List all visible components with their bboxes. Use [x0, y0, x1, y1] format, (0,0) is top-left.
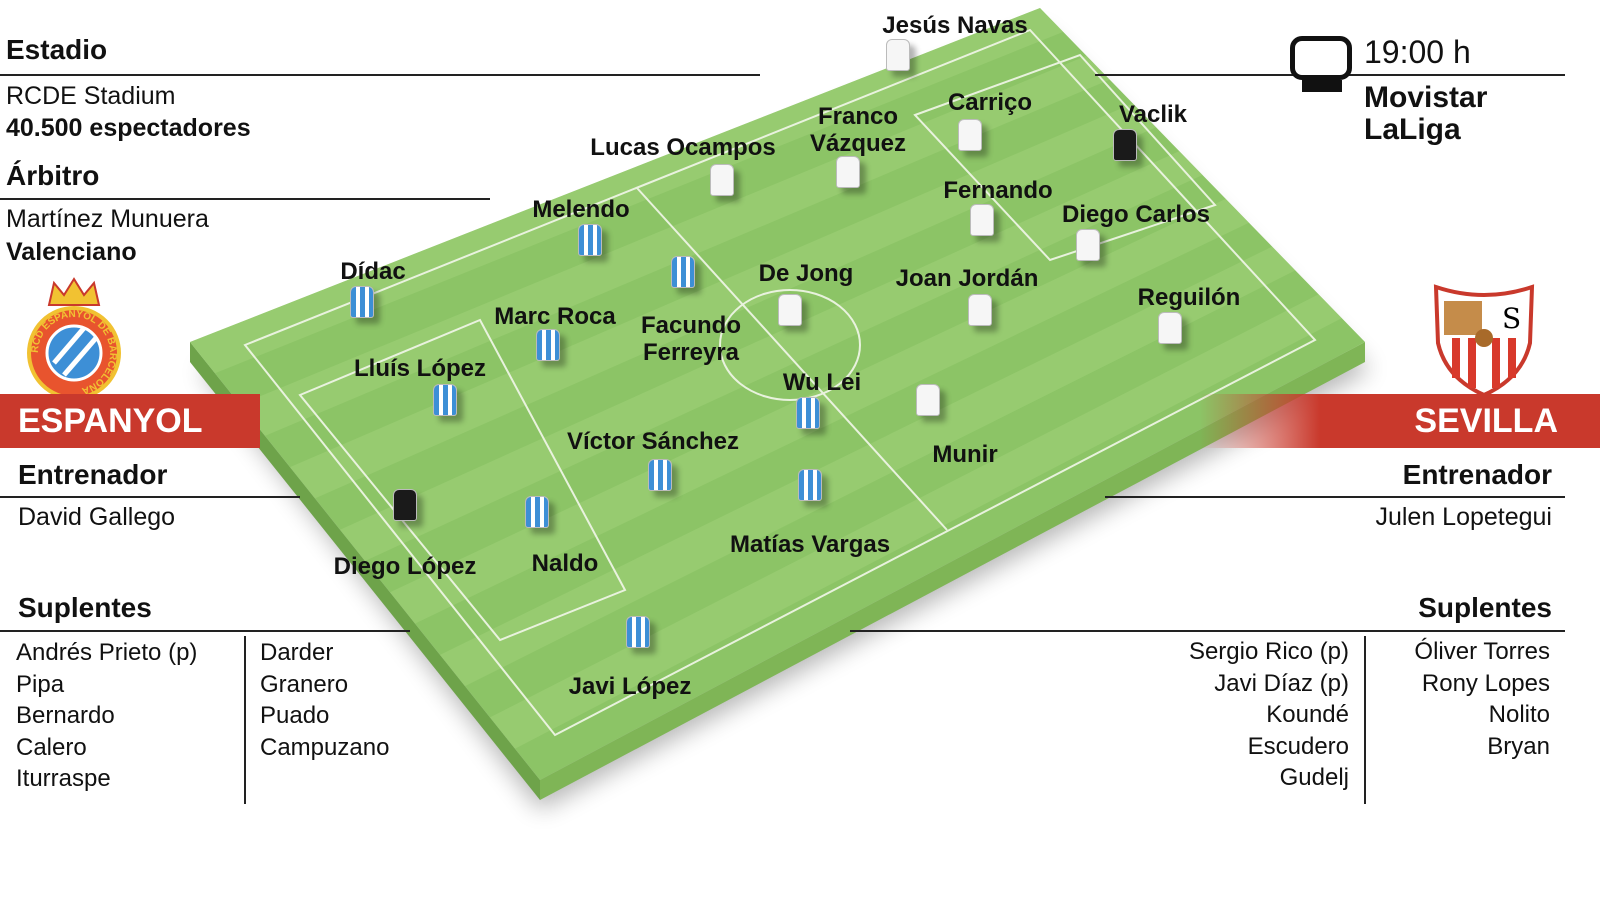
away-team-band: SEVILLA — [1200, 394, 1600, 448]
home-team-name: ESPANYOL — [18, 402, 203, 440]
home-player-name: Wu Lei — [782, 369, 862, 396]
away-player-figure — [778, 294, 802, 326]
divider — [0, 198, 490, 200]
pitch-surface — [190, 8, 1365, 780]
divider — [1105, 496, 1565, 498]
home-player-figure — [796, 397, 820, 429]
home-player-name: Marc Roca — [494, 303, 616, 330]
away-player-name: Vaclik — [1118, 101, 1188, 128]
capacity: 40.500 espectadores — [6, 114, 251, 142]
home-coach: David Gallego — [18, 503, 176, 531]
home-player-name: Naldo — [531, 550, 599, 577]
tv-stand-icon — [1302, 80, 1342, 92]
away-player-figure — [970, 204, 994, 236]
pitch-lines — [243, 28, 1317, 737]
away-player-figure — [968, 294, 992, 326]
tv-icon — [1290, 36, 1352, 80]
home-player-figure — [536, 329, 560, 361]
home-player-name: Melendo — [532, 196, 630, 223]
away-player-name: Lucas Ocampos — [590, 134, 776, 161]
sevilla-crest: S — [1433, 284, 1535, 398]
pitch-side-right — [540, 342, 1365, 800]
home-player-figure — [626, 616, 650, 648]
pitch-stripe — [240, 55, 1110, 436]
away-player-figure — [1113, 129, 1137, 161]
pitch-stripe — [340, 151, 1203, 561]
home-player-figure — [798, 469, 822, 501]
home-player-figure — [433, 384, 457, 416]
home-player-name: Javi López — [568, 673, 692, 700]
home-player-figure — [525, 496, 549, 528]
home-player-name: Víctor Sánchez — [566, 428, 740, 455]
away-player-name: Jesús Navas — [882, 12, 1028, 39]
away-player-name: Reguilón — [1137, 284, 1241, 311]
home-player-name: Dídac — [340, 258, 406, 285]
home-player-name: Matías Vargas — [729, 531, 891, 558]
away-player-name: Joan Jordán — [895, 265, 1039, 292]
pitch-stripe — [290, 103, 1157, 499]
referee-name: Martínez Munuera — [6, 205, 209, 233]
away-subs-heading: Suplentes — [1418, 592, 1552, 623]
away-team-name: SEVILLA — [1414, 402, 1558, 440]
kickoff-time: 19:00 h — [1364, 34, 1471, 70]
pitch-stripe — [490, 294, 1342, 749]
home-player-name: Diego López — [333, 553, 477, 580]
away-player-name: Munir — [932, 441, 998, 468]
divider — [850, 630, 1565, 632]
away-coach-heading: Entrenador — [1402, 459, 1552, 490]
home-player-figure — [671, 256, 695, 288]
divider — [0, 630, 410, 632]
stadium-heading: Estadio — [6, 34, 108, 65]
home-player-name: Lluís López — [354, 355, 486, 382]
away-player-figure — [1076, 229, 1100, 261]
home-player-figure — [578, 224, 602, 256]
away-player-name: Carriço — [947, 89, 1033, 116]
pitch-stripe — [190, 8, 1064, 374]
home-player-figure — [648, 459, 672, 491]
referee-region: Valenciano — [6, 238, 137, 266]
away-player-figure — [886, 39, 910, 71]
home-team-band: ESPANYOL — [0, 394, 260, 448]
away-player-figure — [916, 384, 940, 416]
svg-text:S: S — [1502, 302, 1521, 335]
away-player-figure — [836, 156, 860, 188]
divider — [0, 496, 300, 498]
pitch-side-left — [190, 342, 540, 800]
away-player-name: Fernando — [943, 177, 1053, 204]
away-player-figure — [710, 164, 734, 196]
espanyol-crest: RCD ESPANYOL DE BARCELONA — [27, 277, 121, 400]
away-player-name: De Jong — [758, 260, 854, 287]
home-coach-heading: Entrenador — [18, 459, 168, 490]
away-player-figure — [958, 119, 982, 151]
stadium-name: RCDE Stadium — [6, 82, 176, 110]
home-player-figure — [350, 286, 374, 318]
home-player-figure — [393, 489, 417, 521]
divider — [1364, 636, 1366, 804]
pitch-stripe — [440, 246, 1296, 687]
away-coach: Julen Lopetegui — [1375, 503, 1552, 531]
home-subs-heading: Suplentes — [18, 592, 152, 623]
divider — [244, 636, 246, 804]
away-player-name: Diego Carlos — [1061, 201, 1211, 228]
away-player-figure — [1158, 312, 1182, 344]
referee-heading: Árbitro — [6, 160, 100, 191]
divider — [0, 74, 760, 76]
